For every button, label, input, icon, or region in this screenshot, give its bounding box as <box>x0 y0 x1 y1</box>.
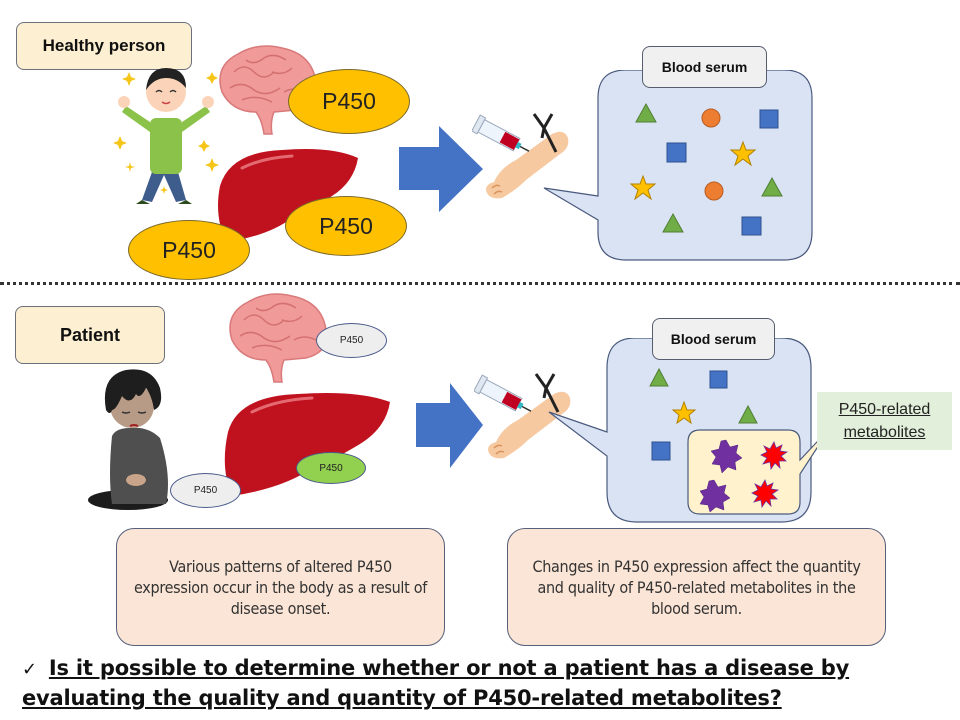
p450-brain-patient: P450 <box>316 323 387 358</box>
p450-brain-healthy: P450 <box>288 69 410 134</box>
brain-icon <box>219 45 318 135</box>
metabolite-square <box>741 216 762 236</box>
serum-title-patient-text: Blood serum <box>670 331 757 347</box>
note-right: Changes in P450 expression affect the qu… <box>507 528 886 646</box>
note-right-text: Changes in P450 expression affect the qu… <box>532 556 861 618</box>
metabolite-triangle <box>649 367 669 387</box>
metabolite-triangle <box>738 404 758 424</box>
p450-liver-healthy-left-text: P450 <box>162 236 216 263</box>
metabolite-triangle <box>662 212 684 233</box>
p450-liver-healthy-right: P450 <box>285 196 407 256</box>
right-arrow-icon <box>399 126 483 212</box>
metabolite-label-line1: P450-related <box>838 401 931 418</box>
p450-liver-patient-low: P450 <box>170 473 241 508</box>
metabolite-heptagram-purple <box>710 439 743 474</box>
metabolite-burst-red <box>760 441 789 471</box>
metabolite-heptagram-purple <box>700 479 731 512</box>
syringe-arm-icon <box>472 113 569 199</box>
liver-icon <box>218 149 358 242</box>
metabolite-circle <box>701 108 721 128</box>
metabolite-burst-red <box>751 479 780 509</box>
checkmark-icon: ✓ <box>22 659 37 680</box>
metabolite-square <box>666 142 687 163</box>
metabolite-triangle <box>635 102 657 123</box>
healthy-person-label: Healthy person <box>16 22 192 70</box>
serum-items-patient <box>649 367 758 461</box>
metabolite-square <box>709 370 728 389</box>
metabolite-label-line2: metabolites <box>843 424 926 441</box>
p450-liver-healthy-left: P450 <box>128 220 250 280</box>
metabolite-star <box>729 140 757 167</box>
p450-liver-patient-low-text: P450 <box>193 485 218 496</box>
note-left-text: Various patterns of altered P450 express… <box>134 556 427 618</box>
p450-brain-healthy-text: P450 <box>322 88 376 114</box>
note-left: Various patterns of altered P450 express… <box>116 528 445 646</box>
metabolite-square <box>651 441 671 461</box>
serum-title-patient: Blood serum <box>652 318 775 360</box>
metabolite-square <box>759 109 779 129</box>
research-question: ✓Is it possible to determine whether or … <box>22 654 942 713</box>
happy-person-icon <box>113 68 219 204</box>
metabolite-star <box>671 400 697 425</box>
serum-items-healthy <box>629 102 783 236</box>
patient-label: Patient <box>15 306 165 364</box>
brain-icon <box>229 293 328 383</box>
p450-brain-patient-text: P450 <box>339 335 364 346</box>
p450-liver-patient-altered-text: P450 <box>319 462 343 474</box>
liver-icon <box>224 393 390 496</box>
metabolite-items-patient <box>700 439 789 512</box>
research-question-text: Is it possible to determine whether or n… <box>22 656 850 710</box>
syringe-arm-icon <box>474 373 571 459</box>
patient-label-text: Patient <box>59 324 120 345</box>
healthy-person-label-text: Healthy person <box>42 36 166 55</box>
metabolite-label: P450-related metabolites <box>817 392 952 450</box>
metabolite-triangle <box>761 176 783 197</box>
serum-title-healthy-text: Blood serum <box>661 59 748 75</box>
serum-title-healthy: Blood serum <box>642 46 767 88</box>
sad-person-icon <box>88 369 168 510</box>
p450-liver-patient-altered: P450 <box>296 452 366 484</box>
section-divider <box>0 282 960 285</box>
metabolite-circle <box>704 181 724 201</box>
metabolite-star <box>629 174 657 201</box>
right-arrow-icon <box>416 383 483 468</box>
p450-liver-healthy-right-text: P450 <box>319 212 373 239</box>
serum-callout-healthy <box>543 70 813 261</box>
